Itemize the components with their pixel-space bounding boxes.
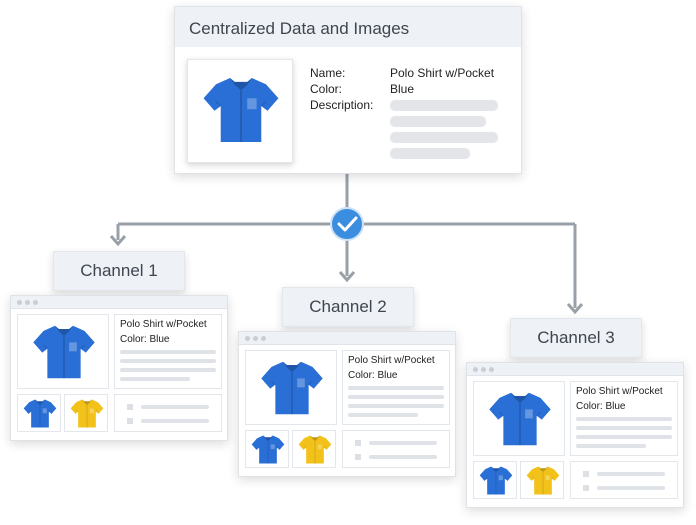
polo-shirt-icon (298, 434, 332, 465)
window-titlebar (11, 296, 227, 309)
window-dot (253, 336, 258, 341)
channel-3-label: Channel 3 (510, 318, 642, 358)
description-line (390, 132, 498, 143)
window-titlebar (467, 363, 683, 376)
info-line (348, 386, 444, 390)
list-line (369, 441, 437, 445)
thumbnail-blue (17, 394, 61, 432)
info-line (120, 359, 216, 363)
main-product-image (473, 381, 565, 456)
product-color: Color: Blue (348, 370, 398, 381)
arrow-down-icon (109, 235, 127, 247)
info-line (120, 377, 190, 381)
arrow-down-icon (566, 303, 584, 315)
list-line (141, 419, 209, 423)
channel-label-text: Channel 1 (80, 261, 158, 280)
description-line (390, 116, 486, 127)
description-line (390, 148, 470, 159)
name-value: Polo Shirt w/Pocket (390, 66, 495, 80)
channel-1-window: Polo Shirt w/Pocket Color: Blue (10, 295, 228, 441)
window-dot (261, 336, 266, 341)
polo-shirt-icon (479, 465, 513, 496)
polo-shirt-icon (70, 398, 104, 429)
info-line (576, 444, 646, 448)
main-product-image (245, 350, 337, 425)
info-line (348, 413, 418, 417)
channel-2-window: Polo Shirt w/Pocket Color: Blue (238, 331, 456, 477)
window-dot (473, 367, 478, 372)
list-line (141, 405, 209, 409)
polo-shirt-icon (32, 323, 96, 381)
channel-2-label: Channel 2 (282, 287, 414, 327)
info-line (348, 404, 444, 408)
option-list-panel (114, 394, 222, 432)
product-name: Polo Shirt w/Pocket (576, 386, 663, 397)
polo-shirt-icon (251, 434, 285, 465)
product-color: Color: Blue (576, 401, 626, 412)
product-name: Polo Shirt w/Pocket (348, 355, 435, 366)
list-line (597, 486, 665, 490)
window-dot (489, 367, 494, 372)
name-label: Name: (310, 66, 346, 80)
list-bullet (355, 440, 361, 446)
color-label: Color: (310, 82, 343, 96)
arrow-down-icon (338, 271, 356, 283)
polo-shirt-icon (202, 74, 280, 146)
thumbnail-yellow (520, 461, 564, 499)
thumbnail-yellow (64, 394, 108, 432)
product-name: Polo Shirt w/Pocket (120, 319, 207, 330)
product-info-panel: Polo Shirt w/Pocket Color: Blue (114, 314, 222, 389)
info-line (576, 435, 672, 439)
description-label: Description: (310, 98, 374, 112)
list-bullet (355, 454, 361, 460)
product-info-panel: Polo Shirt w/Pocket Color: Blue (570, 381, 678, 456)
info-line (576, 417, 672, 421)
polo-shirt-icon (488, 390, 552, 448)
color-value: Blue (390, 82, 415, 96)
info-line (120, 350, 216, 354)
window-dot (245, 336, 250, 341)
info-line (348, 395, 444, 399)
info-line (120, 368, 216, 372)
product-color: Color: Blue (120, 334, 170, 345)
list-bullet (583, 471, 589, 477)
list-bullet (127, 404, 133, 410)
channel-label-text: Channel 3 (537, 328, 615, 347)
info-line (576, 426, 672, 430)
window-dot (33, 300, 38, 305)
central-data-card: Centralized Data and Images Name: Polo S… (174, 6, 522, 174)
central-title: Centralized Data and Images (189, 19, 410, 38)
list-bullet (583, 485, 589, 491)
thumbnail-blue (473, 461, 517, 499)
option-list-panel (570, 461, 678, 499)
checkmark-icon (330, 207, 364, 241)
window-titlebar (239, 332, 455, 345)
central-product-image (187, 59, 293, 163)
list-bullet (127, 418, 133, 424)
list-line (597, 472, 665, 476)
central-card-header: Centralized Data and Images (175, 7, 521, 47)
polo-shirt-icon (526, 465, 560, 496)
description-line (390, 100, 498, 111)
channel-label-text: Channel 2 (309, 297, 387, 316)
polo-shirt-icon (23, 398, 57, 429)
channel-1-label: Channel 1 (53, 251, 185, 291)
thumbnail-blue (245, 430, 289, 468)
product-info-panel: Polo Shirt w/Pocket Color: Blue (342, 350, 450, 425)
option-list-panel (342, 430, 450, 468)
window-dot (25, 300, 30, 305)
channel-3-window: Polo Shirt w/Pocket Color: Blue (466, 362, 684, 508)
window-dot (481, 367, 486, 372)
polo-shirt-icon (260, 359, 324, 417)
main-product-image (17, 314, 109, 389)
thumbnail-yellow (292, 430, 336, 468)
window-dot (17, 300, 22, 305)
list-line (369, 455, 437, 459)
